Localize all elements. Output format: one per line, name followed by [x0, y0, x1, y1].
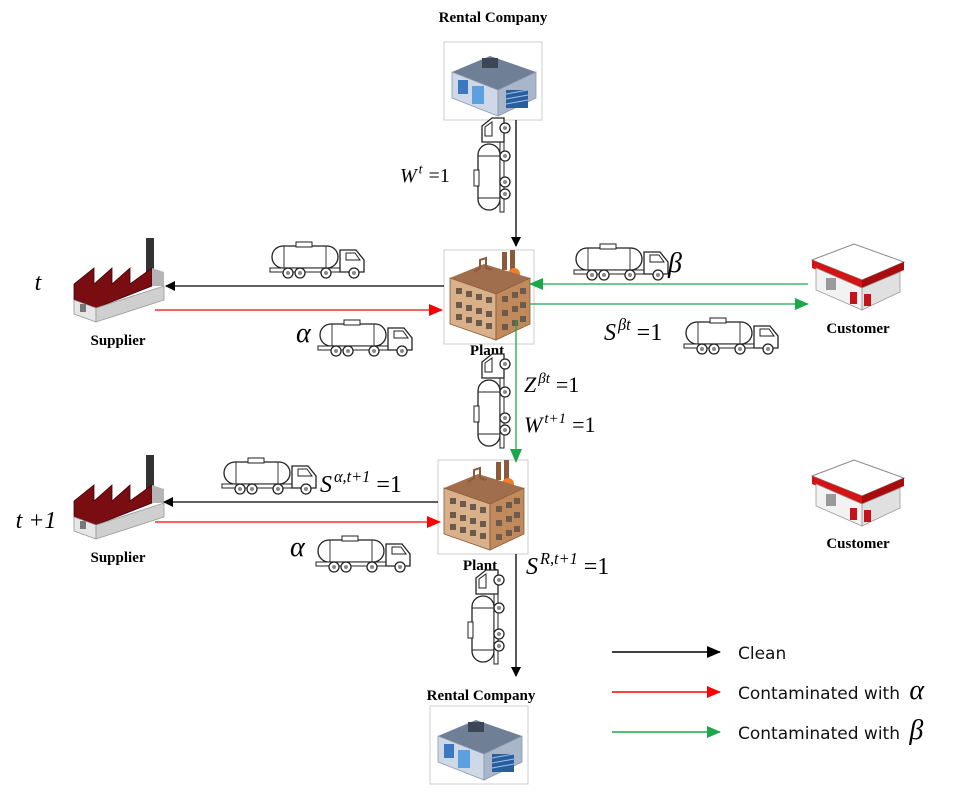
customer-t1-icon — [811, 459, 905, 527]
legend-beta-label: Contaminated with β — [738, 715, 923, 746]
supplier-t1-label: Supplier — [90, 550, 145, 566]
legend-clean-label: Clean — [738, 644, 786, 664]
truck-from-customer-icon — [573, 243, 669, 281]
alpha-label-t1: α — [290, 532, 306, 563]
plant-t-icon — [443, 249, 535, 345]
supplier-t-label: Supplier — [90, 333, 145, 349]
beta-label: β — [667, 248, 682, 279]
truck-plant-t-to-plant-t1-icon — [473, 353, 511, 449]
truck-rental-to-plant-icon — [473, 117, 511, 213]
supplier-t-icon — [73, 237, 165, 323]
rental-company-top-label: Rental Company — [439, 10, 548, 26]
truck-from-supplier-t-icon — [317, 319, 413, 357]
truck-to-supplier-t1-icon — [221, 457, 317, 495]
supplier-t1-icon — [73, 454, 165, 540]
rental-company-top-icon — [443, 41, 543, 121]
legend-alpha-label: Contaminated with α — [738, 675, 925, 706]
alpha-label-t: α — [296, 318, 312, 349]
rental-company-bottom-label: Rental Company — [427, 688, 536, 704]
period-t1-label: t +1 — [16, 508, 57, 534]
customer-t-icon — [811, 243, 905, 311]
period-t-label: t — [35, 270, 43, 296]
truck-to-supplier-t-icon — [269, 241, 365, 279]
plant-t1-icon — [437, 459, 529, 555]
customer-t-label: Customer — [826, 321, 890, 337]
rental-company-bottom-icon — [429, 705, 529, 785]
truck-plant-t1-to-rental-icon — [467, 569, 505, 665]
truck-from-supplier-t1-icon — [315, 535, 411, 573]
truck-to-customer-icon — [683, 317, 779, 355]
customer-t1-label: Customer — [826, 536, 890, 552]
